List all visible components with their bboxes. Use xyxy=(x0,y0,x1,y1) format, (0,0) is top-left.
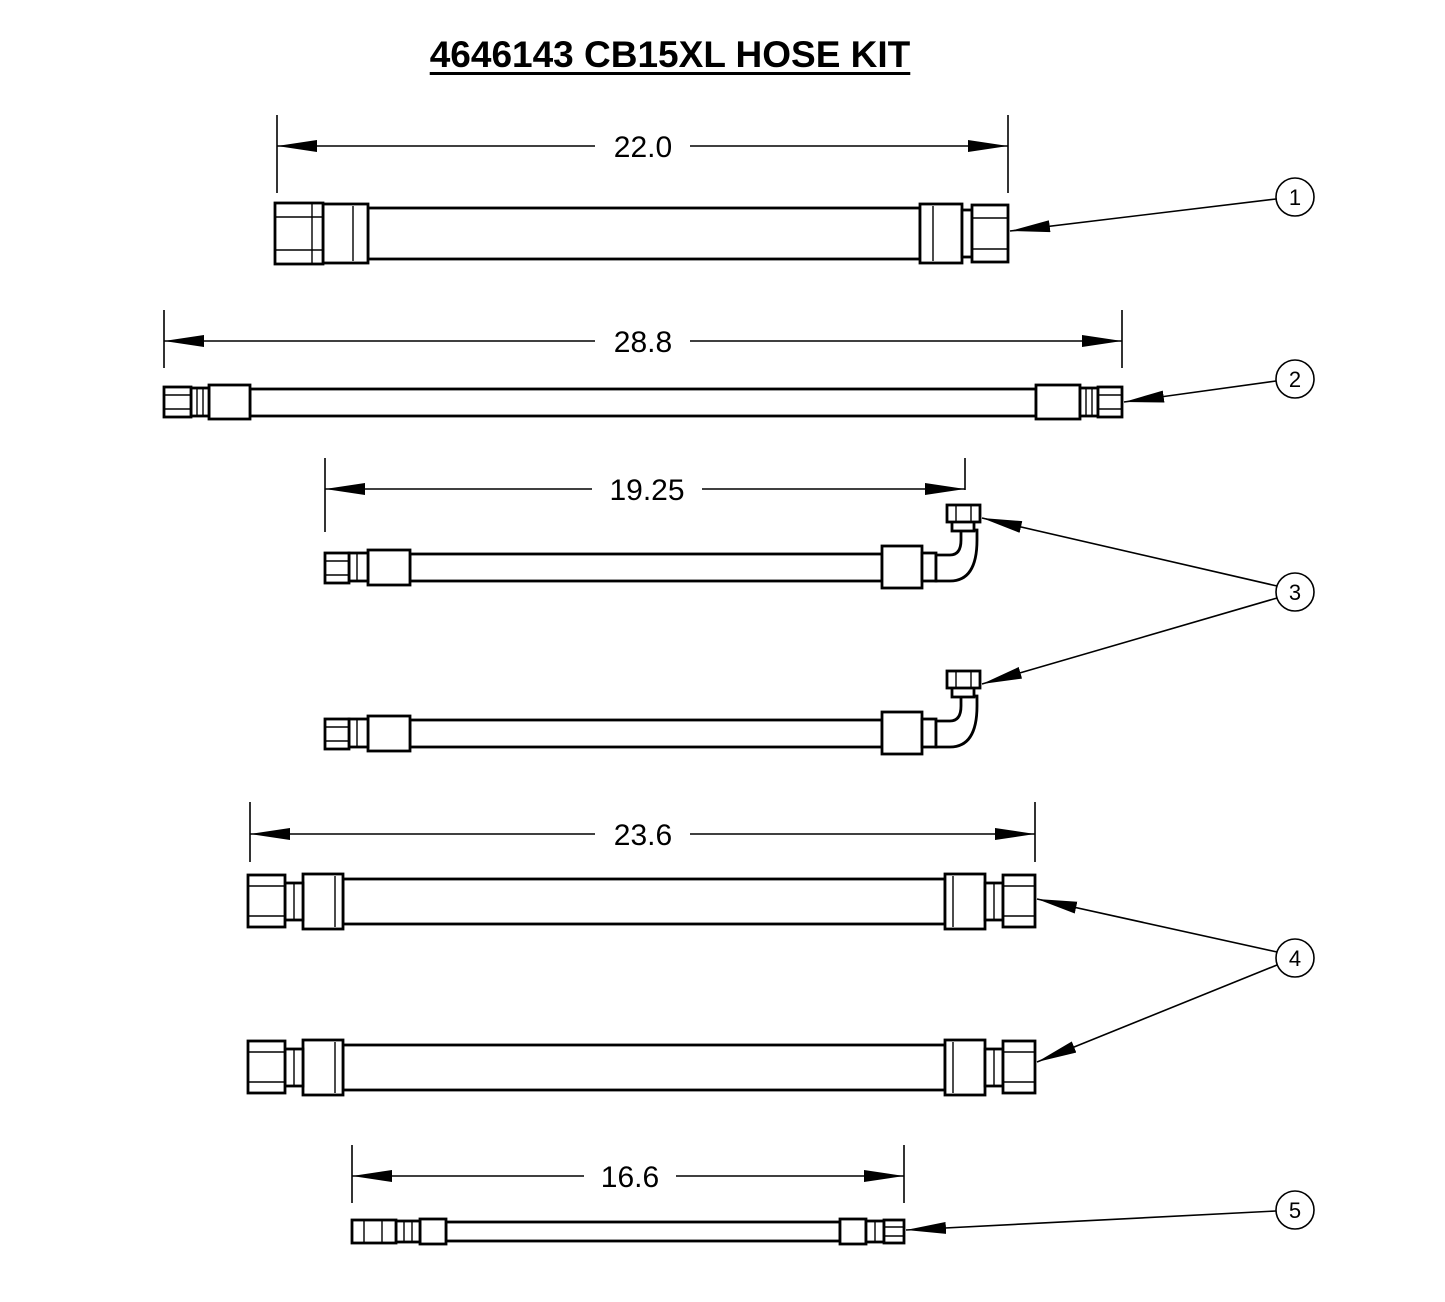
callout-1: 1 xyxy=(1009,177,1315,233)
hose-3-upper xyxy=(323,503,982,590)
dimension-16-6: 16.6 xyxy=(351,1145,905,1203)
dimension-label: 23.6 xyxy=(614,819,672,852)
hose-2 xyxy=(162,383,1124,421)
balloon-circle xyxy=(1275,1190,1315,1230)
dimension-23-6: 23.6 xyxy=(249,802,1036,862)
hose-4-upper xyxy=(246,872,1037,931)
dimension-label: 28.8 xyxy=(614,326,672,359)
hose-3-lower xyxy=(323,669,982,756)
callout-5: 5 xyxy=(905,1190,1315,1234)
balloon-circle xyxy=(1275,938,1315,978)
hose-1 xyxy=(273,201,1010,266)
dimension-label: 16.6 xyxy=(601,1161,659,1194)
balloon-label: 3 xyxy=(1289,580,1301,605)
dimension-28-8: 28.8 xyxy=(163,310,1123,368)
dimension-label: 19.25 xyxy=(609,474,684,507)
dimension-22-0: 22.0 xyxy=(276,115,1009,193)
dimension-label: 22.0 xyxy=(614,131,672,164)
balloon-circle xyxy=(1275,572,1315,612)
balloon-label: 2 xyxy=(1289,367,1301,392)
balloon-circle xyxy=(1275,359,1315,399)
drawing-title: 4646143 CB15XL HOSE KIT xyxy=(429,34,911,75)
callout-3: 3 xyxy=(981,517,1315,685)
balloon-circle xyxy=(1275,177,1315,217)
hose-4-lower xyxy=(246,1038,1037,1097)
dimension-19-25: 19.25 xyxy=(324,458,966,532)
balloon-label: 5 xyxy=(1289,1198,1301,1223)
balloon-label: 4 xyxy=(1289,946,1301,971)
balloon-label: 1 xyxy=(1289,185,1301,210)
callout-2: 2 xyxy=(1123,359,1315,403)
hose-5 xyxy=(350,1217,906,1246)
callout-4: 4 xyxy=(1036,898,1315,1063)
